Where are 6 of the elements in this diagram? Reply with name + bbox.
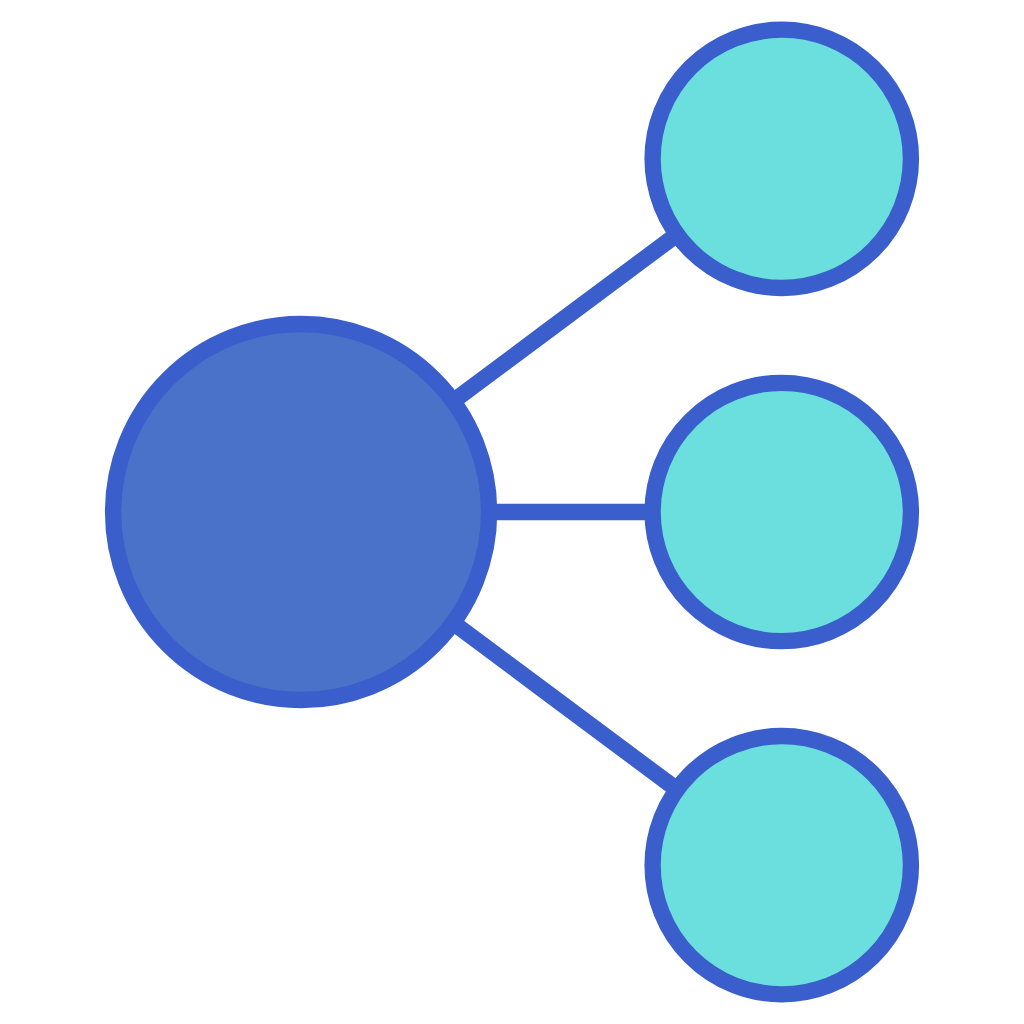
connector: [448, 228, 682, 408]
node-circle: [644, 727, 920, 1003]
node-circle: [644, 374, 920, 650]
connector: [448, 616, 682, 796]
node-circle: [104, 315, 498, 709]
node-circle: [644, 21, 920, 297]
